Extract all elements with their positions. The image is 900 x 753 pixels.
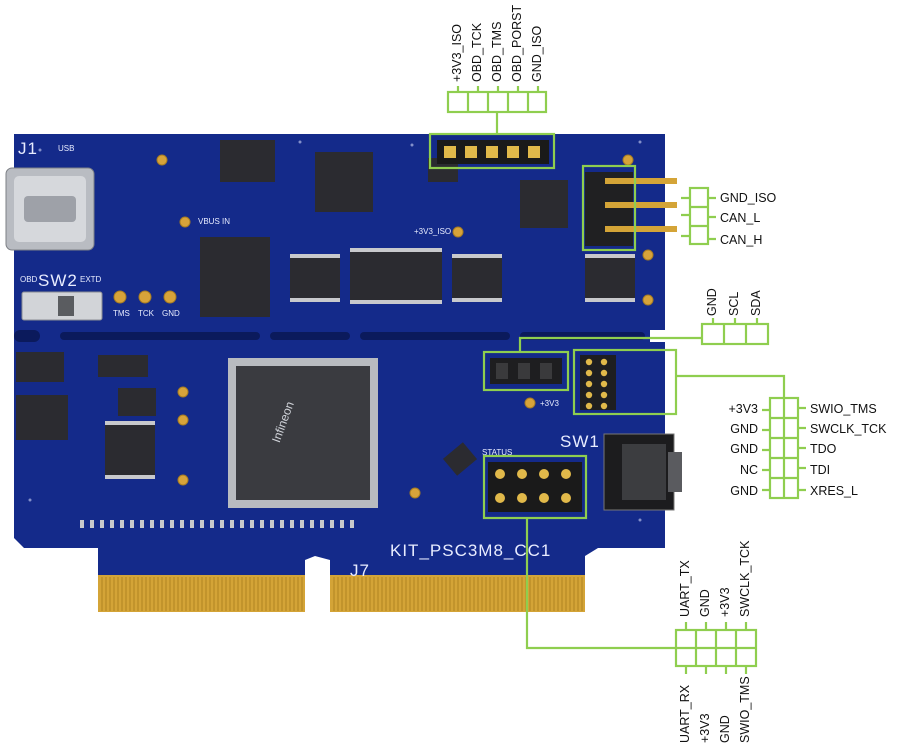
- silk-tp-tms: TMS: [113, 309, 130, 318]
- silk-3v3: +3V3: [540, 399, 559, 408]
- bottom-bottom-label: +3V3: [698, 713, 712, 743]
- i2c-pin-label: SDA: [749, 290, 763, 316]
- top-pin-label: GND_ISO: [530, 25, 544, 82]
- mcu-infineon: [228, 358, 378, 508]
- header-uart: [488, 462, 582, 512]
- swd-left-label: +3V3: [728, 402, 758, 416]
- bottom-bottom-label: GND: [718, 715, 732, 743]
- bottom-top-label: UART_TX: [678, 560, 692, 617]
- silk-obd: OBD: [20, 275, 38, 284]
- swd-left-label: GND: [730, 422, 758, 436]
- test-points: [113, 154, 654, 499]
- bottom-bottom-label: SWIO_TMS: [738, 676, 752, 743]
- callout-lines: [428, 86, 806, 674]
- top-pin-label: OBD_PORST: [510, 4, 524, 82]
- swd-right-label: TDO: [810, 442, 837, 456]
- swd-left-label: GND: [730, 484, 758, 498]
- header-j8: [437, 140, 549, 164]
- silk-tp-tck: TCK: [138, 309, 154, 318]
- silk-vbus: VBUS IN: [198, 217, 231, 226]
- ic-chips: [16, 140, 635, 476]
- silk-j7: J7: [350, 561, 370, 580]
- bottom-top-label: +3V3: [718, 587, 732, 617]
- can-pin-label: CAN_L: [720, 211, 761, 225]
- header-i2c-block: [490, 358, 562, 384]
- top-pin-label: OBD_TMS: [490, 21, 504, 82]
- header-swd-small: [580, 355, 616, 410]
- can-pin-label: CAN_H: [720, 233, 763, 247]
- silk-status: STATUS: [482, 448, 513, 457]
- swd-right-label: SWCLK_TCK: [810, 422, 887, 436]
- can-pin-label: GND_ISO: [720, 191, 777, 205]
- top-pin-label: +3V3_ISO: [450, 23, 464, 82]
- bottom-bottom-label: UART_RX: [678, 684, 692, 743]
- swd-right-label: TDI: [810, 463, 831, 477]
- i2c-pin-label: GND: [705, 288, 719, 316]
- silk-extd: EXTD: [80, 275, 102, 284]
- bottom-top-label: GND: [698, 589, 712, 617]
- silk-sw2: SW2: [38, 271, 78, 290]
- bottom-top-label: SWCLK_TCK: [738, 540, 752, 617]
- slide-switch-sw2: [21, 291, 103, 321]
- top-pin-label: OBD_TCK: [470, 22, 484, 82]
- board-name: KIT_PSC3M8_CC1: [390, 541, 552, 560]
- swd-left-label: NC: [739, 463, 758, 477]
- swd-right-label: XRES_L: [810, 484, 858, 498]
- silk-j1: J1: [18, 139, 38, 158]
- usb-c-connector: [5, 167, 95, 251]
- swd-right-label: SWIO_TMS: [810, 402, 877, 416]
- silk-sw1: SW1: [560, 432, 600, 451]
- silk-iso: +3V3_ISO: [414, 227, 452, 236]
- silk-tp-gnd: GND: [162, 309, 180, 318]
- swd-left-label: GND: [730, 442, 758, 456]
- silk-usb: USB: [58, 144, 75, 153]
- header-can: [585, 172, 677, 246]
- push-button-sw1: [603, 433, 682, 511]
- i2c-pin-label: SCL: [727, 291, 741, 316]
